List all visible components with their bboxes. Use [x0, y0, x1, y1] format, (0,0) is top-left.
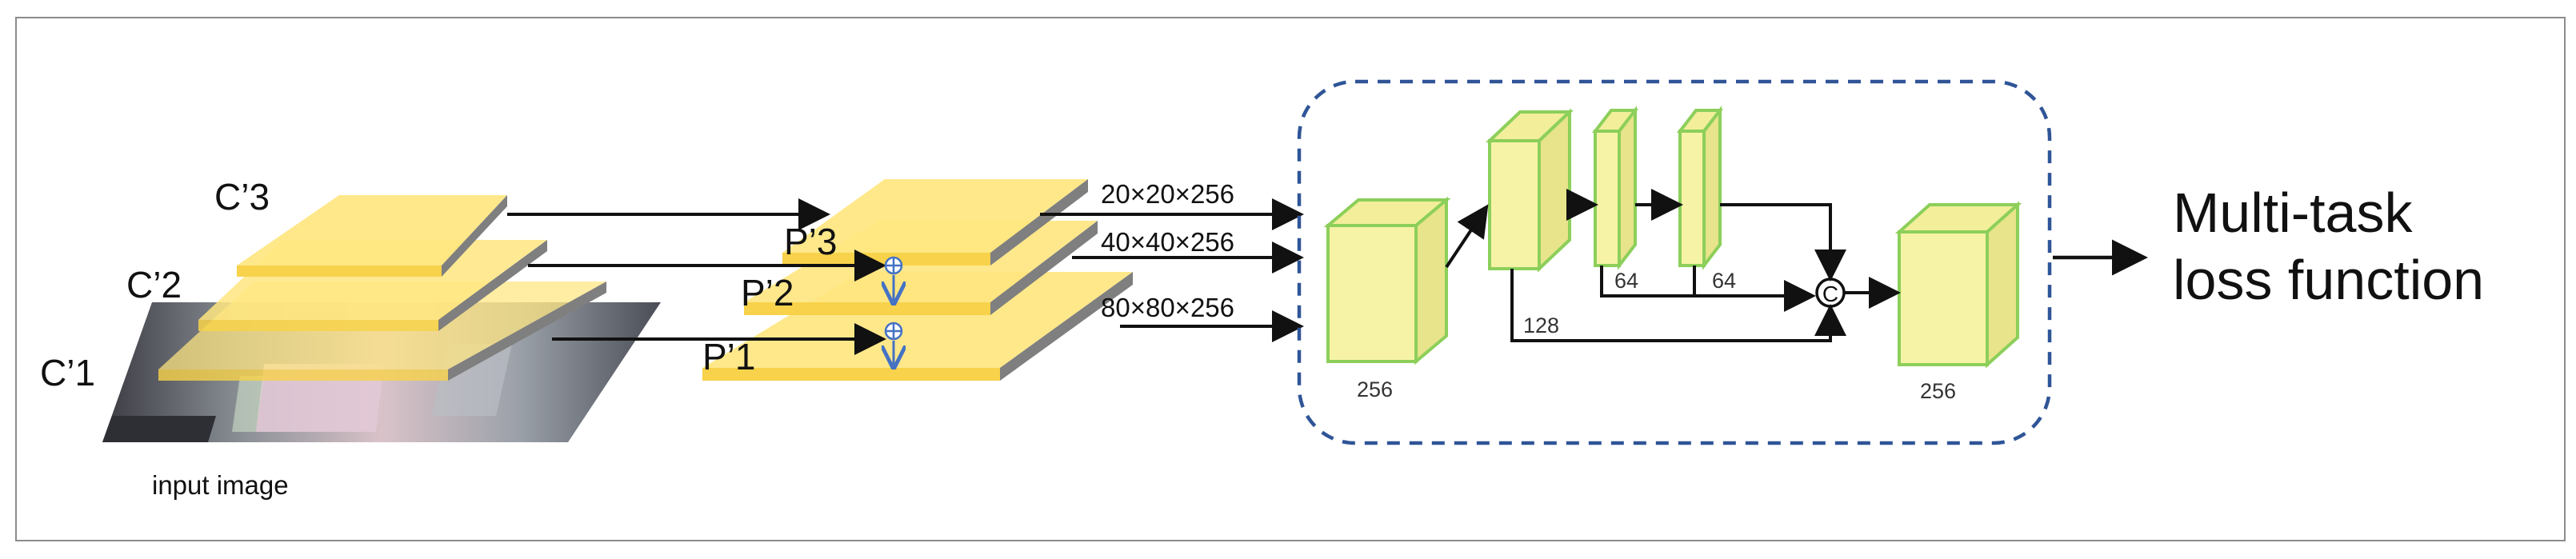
cube-input-256 — [1323, 196, 1451, 365]
outer-frame — [15, 17, 2566, 541]
cube-output-label: 256 — [1920, 379, 1956, 403]
arrow-input-to-128 — [1445, 204, 1489, 269]
cube-input-label: 256 — [1357, 377, 1393, 401]
input-image-caption: input image — [152, 470, 289, 500]
loss-line-2: loss function — [2173, 249, 2484, 311]
arrow-64b-to-concat — [1720, 203, 1846, 281]
feature-plane-c3 — [237, 195, 507, 277]
cube-output-256 — [1894, 201, 2022, 369]
concat-symbol: C — [1822, 281, 1838, 306]
feature-plane-p3 — [782, 179, 1088, 266]
cube-128 — [1485, 108, 1574, 273]
label-64-b: 64 — [1712, 269, 1736, 293]
size-label-p1: 80×80×256 — [1101, 293, 1234, 322]
label-64-a: 64 — [1614, 269, 1638, 293]
label-c1: C’1 — [40, 352, 95, 393]
label-p3: P’3 — [784, 221, 837, 262]
loss-line-1: Multi-task — [2173, 182, 2413, 244]
label-p2: P’2 — [741, 272, 794, 313]
add-symbol-p2 — [886, 256, 902, 301]
concat-node: C — [1815, 278, 1846, 308]
size-label-p2: 40×40×256 — [1101, 227, 1234, 257]
cube-64-b — [1676, 106, 1724, 270]
size-label-p3: 20×20×256 — [1101, 179, 1234, 209]
add-symbol-p1 — [886, 321, 902, 365]
label-128: 128 — [1523, 313, 1559, 337]
module-dashed-border — [1297, 79, 2052, 445]
feature-plane-p1 — [702, 272, 1133, 381]
cube-64-a — [1591, 106, 1639, 270]
label-c2: C’2 — [126, 264, 182, 305]
label-c3: C’3 — [214, 176, 270, 218]
line-64-bottom-branch — [1600, 266, 1816, 312]
label-p1: P’1 — [702, 336, 755, 377]
arrow-128-to-concat — [1510, 269, 1846, 342]
